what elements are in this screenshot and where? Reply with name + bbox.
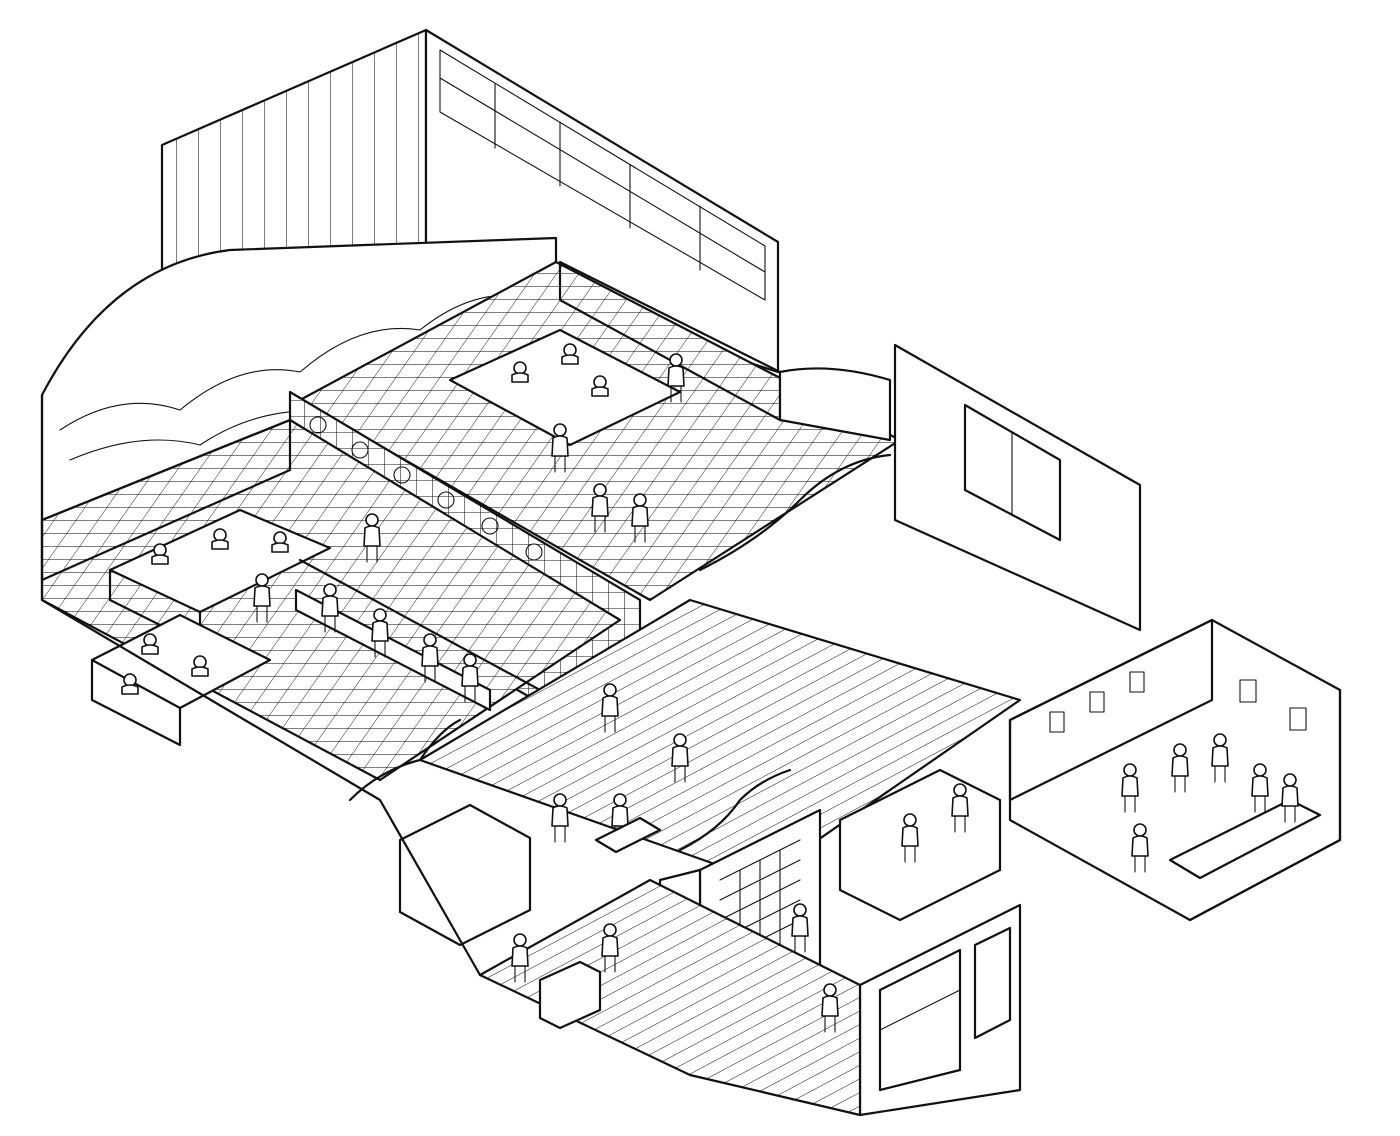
front-entrance-vestibule	[858, 903, 1022, 1117]
lounge-room	[1008, 618, 1342, 922]
washing-station-row	[294, 558, 542, 712]
back-wall-slatted	[160, 28, 428, 280]
bath-tub-upper-right	[448, 328, 682, 447]
entrance-floor	[478, 878, 862, 1117]
wavy-partitions	[348, 453, 892, 852]
lobby-figures	[511, 683, 839, 1033]
bath-tub-left-lower	[90, 613, 272, 747]
changing-room-floor	[418, 598, 1022, 882]
building-outline	[40, 393, 1342, 977]
right-entrance-block	[778, 343, 1142, 632]
reception-counter	[398, 768, 1002, 947]
